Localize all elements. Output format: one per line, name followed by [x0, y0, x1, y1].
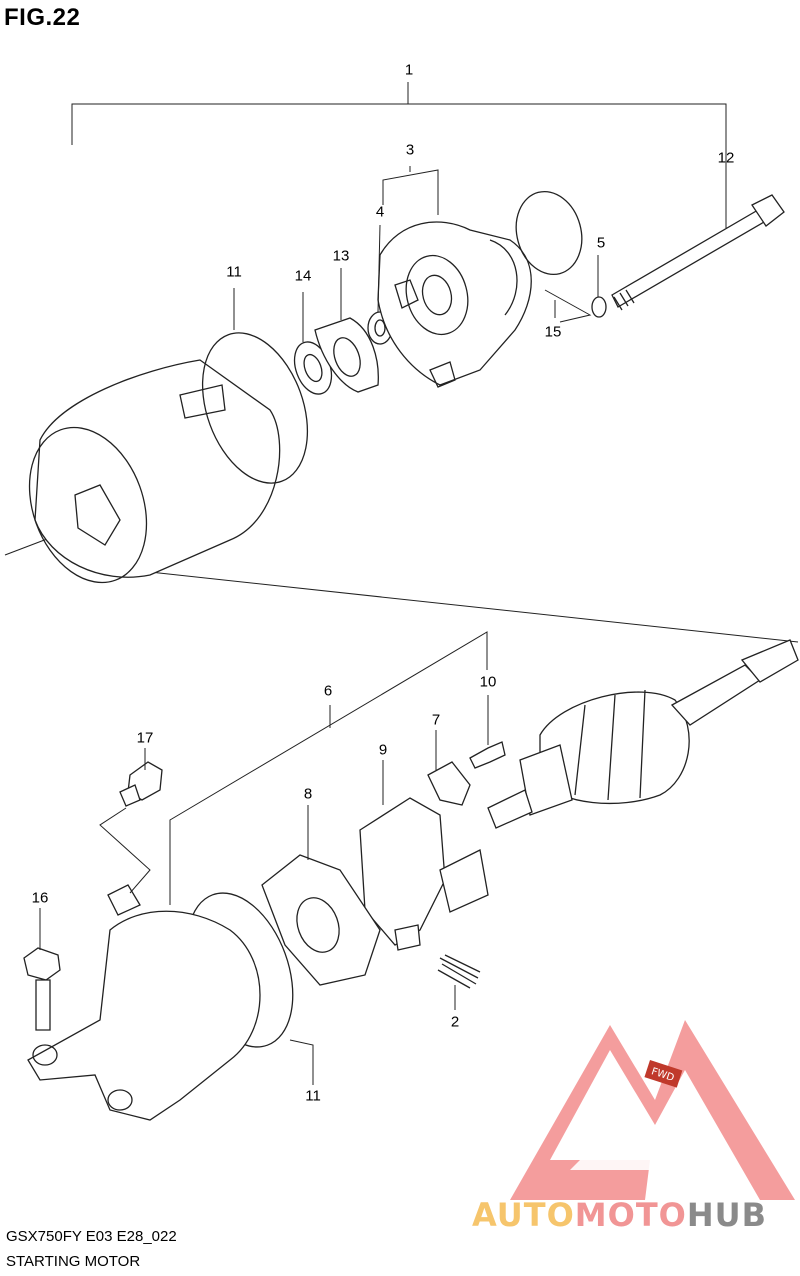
automotohub-logo: FWD [510, 1020, 795, 1200]
callout-leaders [39, 166, 599, 1085]
callout-13: 13 [332, 247, 350, 265]
o-ring-upper [201, 332, 309, 484]
assembly-bracket-1 [71, 82, 727, 228]
callout-4: 4 [375, 203, 385, 221]
armature [487, 639, 799, 829]
o-ring-15 [515, 190, 583, 276]
watermark-auto: AUTO [472, 1196, 575, 1234]
callout-2: 2 [450, 1013, 460, 1031]
callout-17: 17 [136, 729, 154, 747]
model-code: GSX750FY E03 E28_022 [6, 1228, 177, 1245]
callout-11-lower: 11 [305, 1087, 321, 1105]
end-cover-3 [377, 221, 532, 388]
brush-plate-8 [261, 854, 381, 986]
callout-5: 5 [596, 234, 606, 252]
callout-3: 3 [405, 141, 415, 159]
watermark-hub: HUB [686, 1196, 768, 1234]
through-bolt-12 [611, 194, 785, 311]
spring-2 [437, 954, 481, 989]
assembly-bracket-6 [169, 631, 488, 905]
callout-14: 14 [294, 267, 312, 285]
callout-7: 7 [431, 711, 441, 729]
nut-17 [119, 761, 163, 807]
callout-11-upper: 11 [226, 263, 242, 281]
figure-title: FIG.22 [4, 4, 81, 31]
washer-5 [591, 296, 607, 318]
washers-13-14 [293, 317, 379, 395]
screw-10 [469, 741, 506, 769]
watermark-moto: MOTO [574, 1196, 687, 1234]
motor-yoke [28, 359, 281, 584]
watermark-text: AUTOMOTOHUB [472, 1196, 767, 1234]
motor-housing-lower [27, 884, 261, 1121]
callout-16: 16 [31, 889, 49, 907]
brush-holder-9 [359, 797, 489, 951]
callout-10: 10 [479, 673, 497, 691]
callout-12: 12 [717, 149, 735, 167]
callout-1: 1 [404, 61, 414, 79]
section-name: STARTING MOTOR [6, 1253, 141, 1270]
bolt-16 [23, 947, 61, 1031]
callout-15: 15 [544, 323, 562, 341]
brush-7 [427, 761, 471, 806]
callout-8: 8 [303, 785, 313, 803]
callout-9: 9 [378, 741, 388, 759]
callout-6: 6 [323, 682, 333, 700]
